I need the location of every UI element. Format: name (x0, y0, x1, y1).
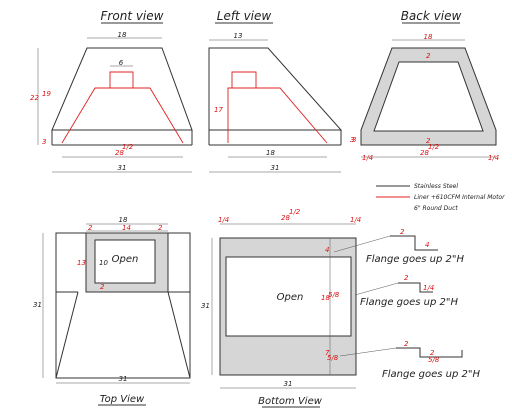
flange-3-b-label: 2 (430, 349, 435, 357)
front-inner-label: 28 (115, 149, 124, 157)
top-h-label: 13 (77, 259, 86, 267)
bottom-open-label: Open (277, 292, 304, 303)
back-top-label: 18 (424, 33, 433, 41)
front-inner-frac: 1/2 (122, 143, 134, 151)
left-liner (227, 87, 328, 144)
bottom-bottom-label: 31 (284, 380, 293, 388)
front-height2-label: 19 (42, 90, 51, 98)
flange-2-profile (398, 282, 433, 293)
flange-3-leader (339, 347, 397, 357)
bottom-low-label: 7 (325, 349, 330, 357)
top-view-title: Top View (100, 394, 145, 405)
back-q1-label: 1/4 (362, 154, 373, 162)
front-duct-label: 6 (119, 59, 124, 67)
left-base-label: 3 (350, 136, 354, 144)
back-stainless-shell (360, 47, 497, 146)
back-view-title: Back view (401, 9, 462, 23)
legend-liner-label: Liner +610CFM Internal Motor (414, 194, 505, 201)
top-c-label: 2 (158, 224, 163, 232)
left-inner-label: 18 (266, 149, 275, 157)
bottom-side-label: 31 (201, 302, 210, 310)
bottom-q2-label: 1/4 (350, 216, 361, 224)
flange-2-label: Flange goes up 2"H (360, 297, 459, 308)
front-view: Front view 18 6 22 19 3 28 1/2 31 (30, 9, 193, 173)
left-duct-liner (231, 71, 257, 88)
back-inner-frac: 1/2 (428, 143, 440, 151)
flange-1-b-label: 4 (425, 241, 429, 249)
bottom-mid-frac: 5/8 (328, 291, 340, 299)
flange-2-a-label: 2 (404, 274, 409, 282)
front-view-title: Front view (101, 9, 164, 23)
back-view: Back view 18 2 2 3 1/4 28 1/2 1/4 (352, 9, 499, 162)
top-slope-right (167, 291, 191, 379)
front-height-label: 22 (30, 94, 39, 102)
bottom-q1-label: 1/4 (218, 216, 229, 224)
bottom-inner-frac: 1/2 (289, 208, 301, 216)
top-stainless-frame (85, 232, 169, 293)
front-duct-liner (109, 71, 134, 88)
legend: Stainless Steel Liner +610CFM Internal M… (376, 183, 505, 212)
flange-3-c-label: 5/8 (428, 356, 440, 364)
top-d-label: 2 (100, 283, 105, 291)
top-width-label: 18 (119, 216, 128, 224)
bottom-view-title: Bottom View (258, 396, 323, 407)
flange-2-b-label: 1/4 (423, 284, 434, 292)
flange-1-leader (333, 235, 391, 253)
left-view: Left view 13 17 3 18 31 (208, 9, 354, 173)
back-h-label: 3 (352, 136, 356, 144)
flange-1-label: Flange goes up 2"H (366, 254, 465, 265)
left-hood-outline (208, 47, 343, 131)
bottom-mid-label: 18 (321, 294, 330, 302)
flange-1-a-label: 2 (400, 228, 405, 236)
top-bottom-label: 31 (119, 375, 128, 383)
front-base-label: 3 (42, 138, 46, 146)
left-top-label: 13 (234, 32, 243, 40)
top-view: Open 18 2 14 2 13 10 2 31 31 Top View (33, 216, 191, 406)
left-height-label: 17 (214, 106, 223, 114)
bottom-stainless-frame (219, 237, 357, 376)
left-view-title: Left view (217, 9, 272, 23)
flange-detail-3: 2 2 5/8 Flange goes up 2"H (339, 340, 481, 380)
top-open-label: Open (112, 254, 139, 265)
legend-duct-label: 6" Round Duct (414, 205, 458, 212)
front-liner (61, 87, 184, 144)
top-side-label: 31 (33, 301, 42, 309)
bottom-inner-label: 28 (281, 214, 290, 222)
flange-1-profile (390, 235, 438, 251)
flange-3-label: Flange goes up 2"H (382, 369, 481, 380)
bottom-low-frac: 5/8 (327, 354, 339, 362)
front-top-label: 18 (118, 31, 127, 39)
left-bottom-label: 31 (271, 164, 280, 172)
flange-detail-1: 2 4 Flange goes up 2"H (333, 228, 465, 265)
flange-2-leader (354, 282, 399, 296)
top-slope-left (55, 291, 79, 379)
front-bottom-label: 31 (118, 164, 127, 172)
back-q2-label: 1/4 (488, 154, 499, 162)
top-i-label: 10 (99, 259, 108, 267)
top-b-label: 14 (122, 224, 131, 232)
back-inner-label: 28 (420, 149, 429, 157)
bottom-view: Open 1/4 28 1/2 1/4 4 18 5/8 7 5/8 31 31… (201, 208, 361, 408)
flange-3-a-label: 2 (404, 340, 409, 348)
back-wall2-label: 2 (426, 137, 431, 145)
flange-3-profile (396, 347, 463, 358)
top-a-label: 2 (88, 224, 93, 232)
flange-detail-2: 2 1/4 Flange goes up 2"H (354, 274, 459, 308)
bottom-4-label: 4 (325, 246, 329, 254)
legend-stainless-label: Stainless Steel (414, 183, 458, 190)
back-wall-label: 2 (426, 52, 431, 60)
